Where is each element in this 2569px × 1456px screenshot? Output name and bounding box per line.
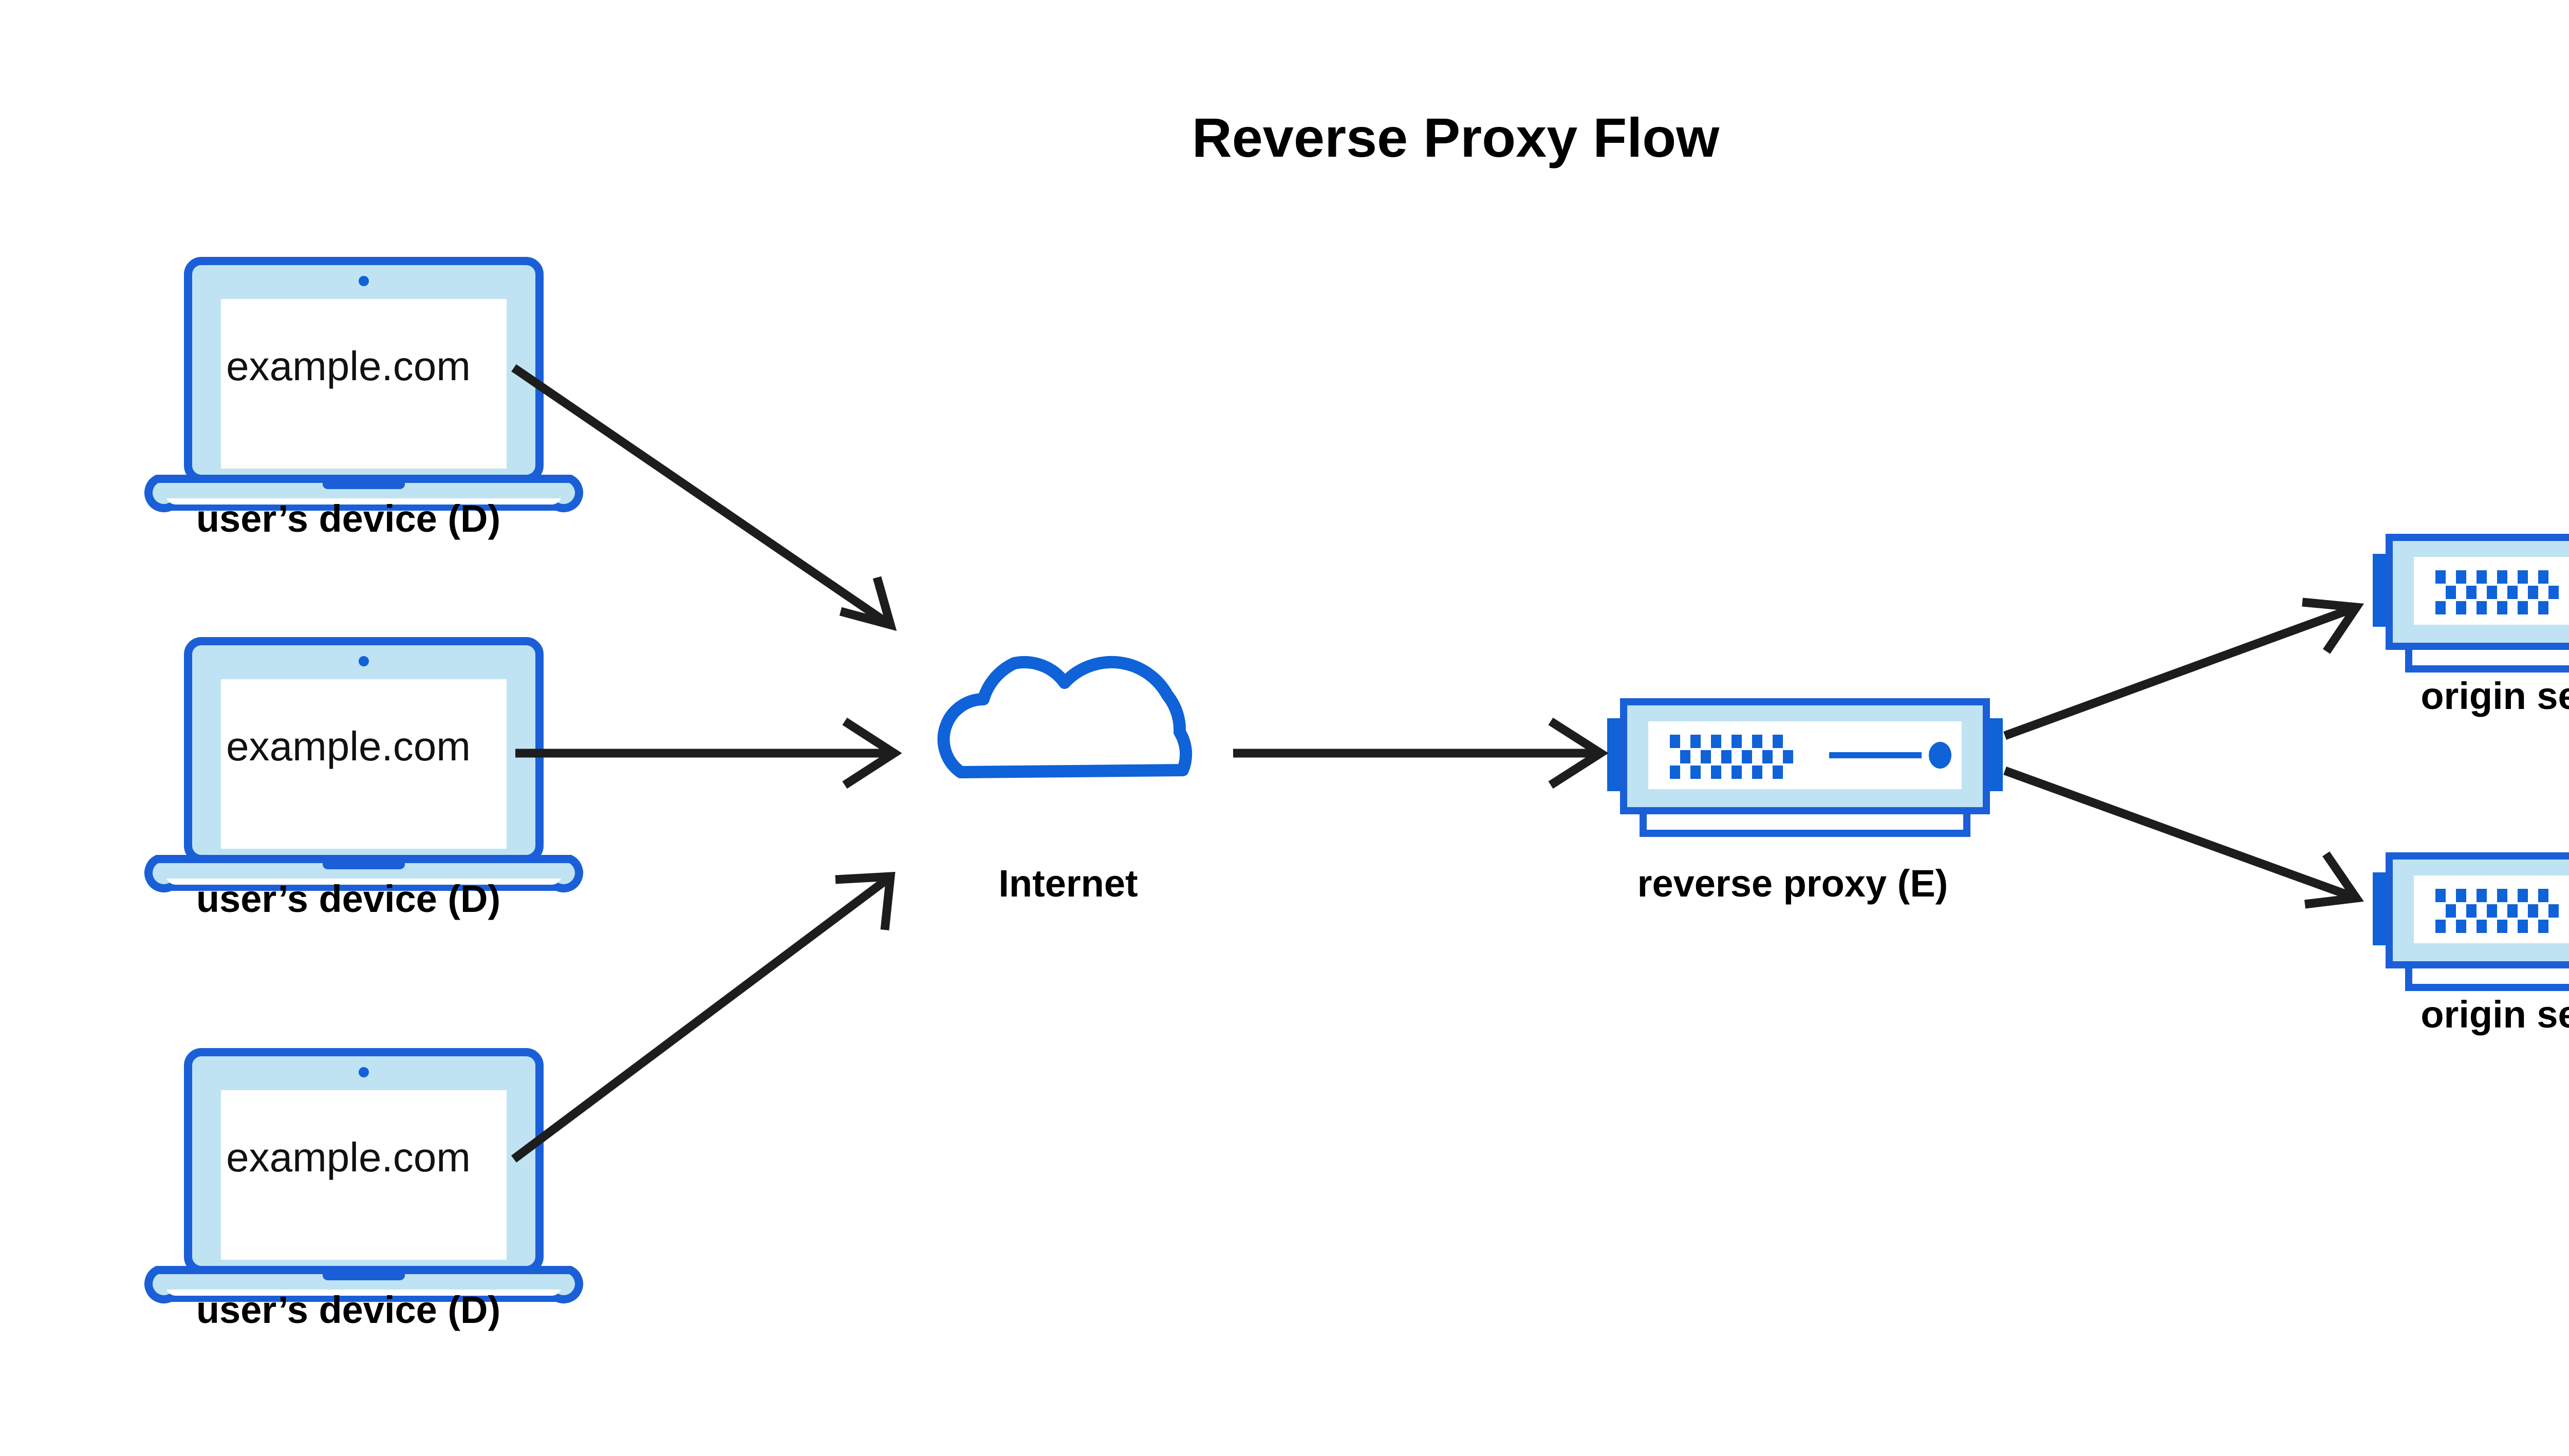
laptop-screen-text: example.com (226, 343, 471, 389)
laptop-screen-text: example.com (226, 1134, 471, 1180)
edge-proxy-origin1 (2003, 598, 2365, 740)
page-title: Reverse Proxy Flow (1192, 106, 1720, 169)
node-client-1[interactable]: example.com user’s device (D) (148, 261, 579, 540)
node-label-reverse-proxy: reverse proxy (E) (1637, 862, 1948, 905)
edge-client3-internet (511, 871, 896, 1163)
server-icon (1607, 702, 2003, 833)
node-label-internet: Internet (998, 862, 1138, 905)
node-label-client-2: user’s device (D) (196, 878, 500, 920)
node-label-origin-1: origin server (F) (2421, 675, 2569, 717)
edge-internet-proxy (1233, 717, 1609, 789)
cloud-icon (944, 662, 1186, 772)
node-reverse-proxy[interactable]: reverse proxy (E) (1607, 702, 2003, 905)
node-origin-2[interactable]: origin server (F) (2373, 856, 2569, 1036)
node-internet[interactable]: Internet (944, 662, 1186, 905)
edge-client1-internet (511, 364, 897, 631)
node-client-3[interactable]: example.com user’s device (D) (148, 1052, 579, 1331)
edge-proxy-origin2 (2003, 767, 2364, 909)
node-origin-1[interactable]: origin server (F) (2373, 537, 2569, 717)
laptop-screen-text: example.com (226, 723, 471, 769)
node-label-client-3: user’s device (D) (196, 1289, 500, 1331)
node-label-client-1: user’s device (D) (196, 497, 500, 540)
server-icon (2373, 856, 2569, 987)
edge-client2-internet (515, 717, 902, 789)
node-label-origin-2: origin server (F) (2421, 993, 2569, 1036)
server-icon (2373, 537, 2569, 669)
node-client-2[interactable]: example.com user’s device (D) (148, 641, 579, 920)
